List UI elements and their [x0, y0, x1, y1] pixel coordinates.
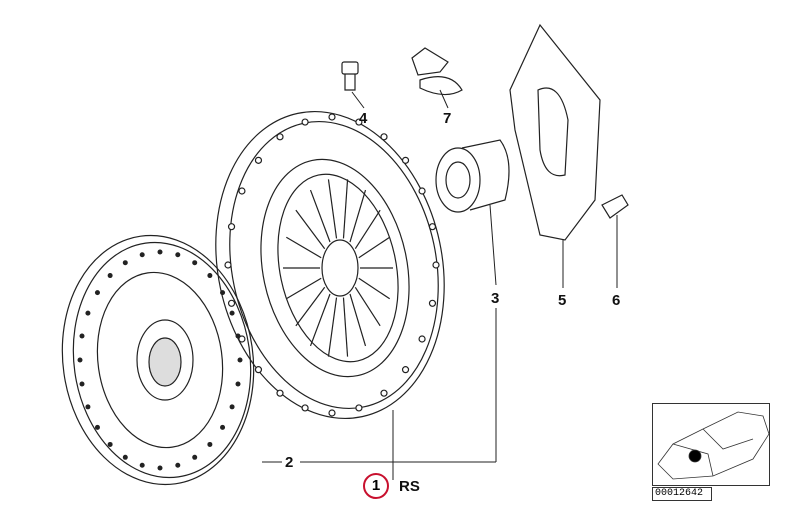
disc-hole	[157, 465, 163, 471]
retaining-clip	[411, 47, 463, 96]
plate-hole	[355, 118, 363, 126]
plate-hole	[301, 118, 309, 126]
plate-hole	[401, 366, 410, 374]
plate-hole	[276, 133, 284, 141]
plate-hole	[432, 261, 440, 269]
disc-hole	[235, 381, 241, 387]
disc-hole	[94, 424, 100, 430]
disc-hole	[237, 357, 243, 363]
spring-finger	[354, 286, 381, 327]
plate-hole	[418, 187, 426, 195]
disc-hole	[207, 441, 213, 447]
disc-hole	[107, 273, 113, 279]
plate-hole	[238, 187, 246, 195]
diagram-id: 00012642	[652, 487, 712, 501]
disc-hole	[85, 404, 91, 410]
part-label-2[interactable]: 2	[285, 454, 294, 471]
plate-hole	[276, 389, 284, 397]
vehicle-location-inset	[652, 403, 770, 486]
disc-hole	[192, 454, 198, 460]
leader-lines	[262, 89, 618, 480]
spring-finger	[358, 236, 391, 259]
part-label-7[interactable]: 7	[443, 110, 452, 127]
release-bearing	[435, 139, 510, 213]
spring-finger	[349, 189, 367, 243]
plate-hole	[355, 404, 363, 412]
plate-hole	[328, 409, 336, 417]
part-label-5[interactable]: 5	[558, 292, 567, 309]
disc-hole	[229, 310, 235, 316]
disc-hole	[77, 357, 83, 363]
plate-hole	[418, 335, 426, 343]
part-label-1-highlighted[interactable]: 1	[363, 473, 389, 499]
clutch-disc	[61, 234, 255, 486]
plate-hole	[301, 404, 309, 412]
plate-hole	[328, 113, 336, 121]
disc-hole	[229, 404, 235, 410]
spring-finger	[327, 297, 338, 357]
disc-hole	[79, 381, 85, 387]
rs-label: RS	[399, 478, 420, 495]
disc-hole	[85, 310, 91, 316]
disc-hole	[79, 333, 85, 339]
plate-hole	[380, 389, 388, 397]
disc-hole	[122, 260, 128, 266]
part-label-3[interactable]: 3	[491, 290, 500, 307]
disc-hole	[94, 290, 100, 296]
spring-finger	[295, 286, 326, 327]
plate-hole	[401, 156, 410, 164]
disc-hole	[122, 454, 128, 460]
plate-hole	[224, 261, 232, 269]
disc-hole	[139, 462, 145, 468]
spring-finger	[309, 189, 331, 243]
plate-hole	[238, 335, 246, 343]
plate-hole	[428, 223, 437, 231]
disc-hole	[220, 424, 226, 430]
disc-hole	[175, 252, 181, 258]
disc-hole	[157, 249, 163, 255]
plate-hole	[254, 366, 263, 374]
disc-hole	[207, 273, 213, 279]
guide-pin	[601, 194, 629, 219]
bolt	[341, 61, 359, 91]
spring-finger	[295, 209, 326, 250]
spring-finger	[286, 277, 322, 300]
guide-plate	[509, 23, 601, 241]
disc-hole	[107, 441, 113, 447]
spring-finger	[327, 179, 338, 239]
disc-hole	[175, 462, 181, 468]
spring-finger	[342, 297, 349, 357]
plate-hole	[227, 299, 236, 307]
disc-hole	[192, 260, 198, 266]
pressure-plate	[215, 111, 445, 419]
spring-finger	[342, 179, 349, 239]
part-label-4[interactable]: 4	[359, 110, 368, 127]
part-label-6[interactable]: 6	[612, 292, 621, 309]
location-dot	[688, 449, 702, 463]
spring-finger	[309, 293, 331, 347]
plate-hole	[254, 156, 263, 164]
spring-finger	[349, 293, 367, 347]
spring-finger	[358, 277, 391, 300]
plate-hole	[380, 133, 388, 141]
disc-hole	[139, 252, 145, 258]
spring-finger	[286, 236, 322, 259]
plate-hole	[227, 223, 236, 231]
plate-hole	[428, 299, 437, 307]
spring-finger	[354, 209, 381, 250]
